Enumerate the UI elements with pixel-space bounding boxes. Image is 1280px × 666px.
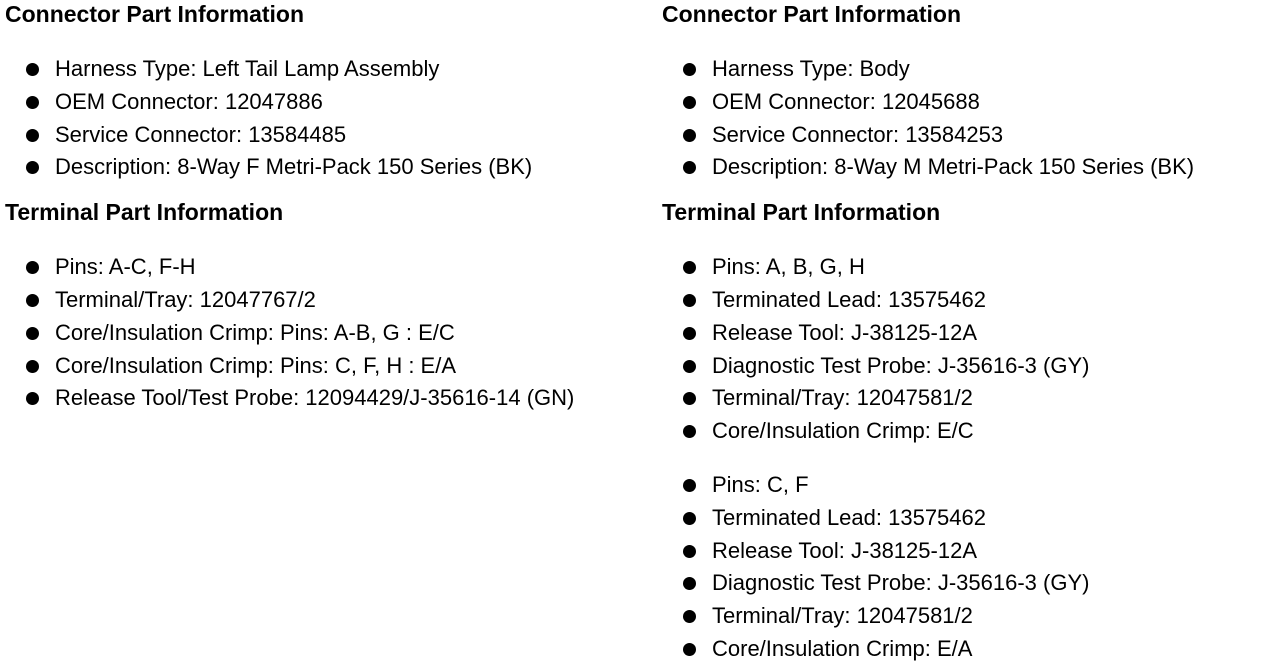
list-item-text: Terminal/Tray: 12047581/2 [712,603,973,629]
list-item-text: Terminated Lead: 13575462 [712,504,986,530]
bullet-icon [683,128,696,142]
left-column: Connector Part Information Harness Type:… [5,0,655,415]
list-item: Service Connector: 13584485 [5,119,655,152]
bullet-icon [683,544,696,558]
bullet-icon [26,326,39,340]
list-item-text: Pins: A, B, G, H [712,254,865,280]
list-item: Release Tool: J-38125-12A [662,317,1277,350]
bullet-icon [683,610,696,624]
list-item-text: Core/Insulation Crimp: E/C [712,418,974,444]
list-item-text: Core/Insulation Crimp: E/A [712,635,973,661]
list-item-text: Diagnostic Test Probe: J-35616-3 (GY) [712,570,1090,596]
bullet-icon [683,577,696,591]
bullet-icon [26,95,39,109]
list-item-text: Release Tool: J-38125-12A [712,537,977,563]
list-item: Release Tool/Test Probe: 12094429/J-3561… [5,382,655,415]
list-item: Description: 8-Way F Metri-Pack 150 Seri… [5,151,655,184]
list-item-text: Terminal/Tray: 12047581/2 [712,385,973,411]
bullet-icon [26,392,39,406]
list-item-text: Description: 8-Way F Metri-Pack 150 Seri… [55,154,533,180]
list-item-text: Terminated Lead: 13575462 [712,286,986,312]
list-item: Diagnostic Test Probe: J-35616-3 (GY) [662,350,1277,383]
list-item-text: Release Tool: J-38125-12A [712,319,977,345]
connector-part-list: Harness Type: Body OEM Connector: 120456… [662,53,1277,184]
bullet-icon [26,359,39,373]
list-item-text: Harness Type: Body [712,56,910,81]
bullet-icon [683,642,696,656]
list-item: Core/Insulation Crimp: E/C [662,415,1277,448]
bullet-icon [683,261,696,275]
list-item: Harness Type: Left Tail Lamp Assembly [5,53,655,86]
list-item: Service Connector: 13584253 [662,119,1277,152]
bullet-icon [26,261,39,275]
list-item-text: Pins: A-C, F-H [55,254,196,280]
bullet-icon [683,478,696,492]
bullet-icon [26,293,39,307]
bullet-icon [26,63,39,76]
list-item-text: Pins: C, F [712,471,809,497]
list-item-text: Service Connector: 13584485 [55,121,347,147]
list-item: Core/Insulation Crimp: Pins: C, F, H : E… [5,350,655,383]
list-item: Harness Type: Body [662,53,1277,86]
list-item-text: Core/Insulation Crimp: Pins: A-B, G : E/… [55,319,455,345]
terminal-part-heading: Terminal Part Information [5,199,284,226]
list-item-text: OEM Connector: 12047886 [55,88,323,114]
list-item-text: Core/Insulation Crimp: Pins: C, F, H : E… [55,352,457,378]
list-item: Description: 8-Way M Metri-Pack 150 Seri… [662,151,1277,184]
connector-part-list: Harness Type: Left Tail Lamp Assembly OE… [5,53,655,184]
connector-part-heading: Connector Part Information [5,1,305,27]
list-item-text: Service Connector: 13584253 [712,121,1004,147]
list-item: Diagnostic Test Probe: J-35616-3 (GY) [662,567,1277,600]
bullet-icon [683,293,696,307]
right-column: Connector Part Information Harness Type:… [662,0,1277,666]
bullet-icon [683,511,696,525]
list-item: Terminal/Tray: 12047581/2 [662,382,1277,415]
list-item: Terminal/Tray: 12047581/2 [662,600,1277,633]
bullet-icon [683,359,696,373]
list-item: Terminated Lead: 13575462 [662,502,1277,535]
bullet-icon [683,326,696,340]
list-item: Pins: A-C, F-H [5,251,655,284]
bullet-icon [26,128,39,142]
bullet-icon [26,161,39,175]
bullet-icon [683,63,696,76]
list-item-text: OEM Connector: 12045688 [712,88,980,114]
bullet-icon [683,95,696,109]
connector-part-heading: Connector Part Information [662,1,962,27]
bullet-icon [683,392,696,406]
list-item: Terminal/Tray: 12047767/2 [5,284,655,317]
list-item: Pins: C, F [662,469,1277,502]
list-item-text: Harness Type: Left Tail Lamp Assembly [55,56,440,81]
list-item-text: Terminal/Tray: 12047767/2 [55,286,316,312]
terminal-part-heading: Terminal Part Information [662,199,941,226]
list-item: OEM Connector: 12045688 [662,86,1277,119]
bullet-icon [683,425,696,439]
list-item: Core/Insulation Crimp: Pins: A-B, G : E/… [5,317,655,350]
list-item-text: Diagnostic Test Probe: J-35616-3 (GY) [712,352,1090,378]
list-item-text: Description: 8-Way M Metri-Pack 150 Seri… [712,154,1195,180]
list-item-text: Release Tool/Test Probe: 12094429/J-3561… [55,385,575,411]
list-item: Core/Insulation Crimp: E/A [662,633,1277,666]
list-item: OEM Connector: 12047886 [5,86,655,119]
bullet-icon [683,161,696,175]
list-item: Pins: A, B, G, H [662,251,1277,284]
terminal-part-list-group-1: Pins: A, B, G, H Terminated Lead: 135754… [662,251,1277,448]
list-item: Release Tool: J-38125-12A [662,535,1277,568]
terminal-part-list: Pins: A-C, F-H Terminal/Tray: 12047767/2… [5,251,655,415]
terminal-part-list-group-2: Pins: C, F Terminated Lead: 13575462 Rel… [662,469,1277,666]
list-item: Terminated Lead: 13575462 [662,284,1277,317]
